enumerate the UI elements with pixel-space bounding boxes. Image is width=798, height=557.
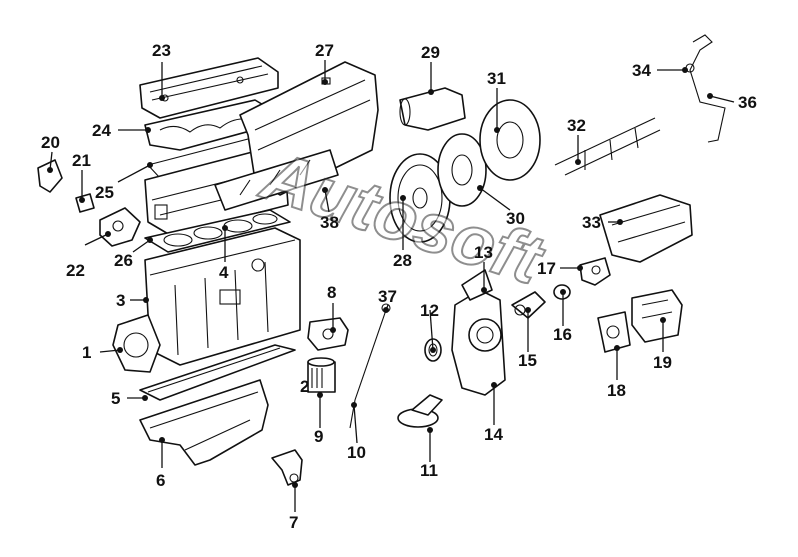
part-clutch-disc bbox=[437, 133, 487, 207]
callout-11: 11 bbox=[420, 461, 438, 480]
callout-14: 14 bbox=[484, 425, 503, 444]
callout-38: 38 bbox=[320, 213, 339, 232]
part-dipstick-tube bbox=[349, 303, 391, 429]
callout-33: 33 bbox=[582, 213, 601, 232]
callout-15: 15 bbox=[518, 351, 537, 370]
callout-30: 30 bbox=[506, 209, 525, 228]
callout-6: 6 bbox=[156, 471, 165, 490]
callout-27: 27 bbox=[315, 41, 334, 60]
part-thermostat-housing bbox=[99, 207, 141, 247]
callout-19: 19 bbox=[653, 353, 672, 372]
part-exhaust-manifold bbox=[214, 149, 339, 211]
callout-3: 3 bbox=[116, 291, 125, 310]
part-oil-filter-housing bbox=[307, 317, 349, 351]
callout-22: 22 bbox=[66, 261, 85, 280]
callout-37: 37 bbox=[378, 287, 397, 306]
callout-25: 25 bbox=[95, 183, 114, 202]
part-rear-seal-plate bbox=[112, 314, 161, 373]
callout-16: 16 bbox=[553, 325, 572, 344]
callout-4: 4 bbox=[219, 263, 229, 282]
callout-7: 7 bbox=[289, 513, 298, 532]
callout-5: 5 bbox=[111, 389, 120, 408]
part-water-outlet bbox=[37, 159, 63, 193]
callout-9: 9 bbox=[314, 427, 323, 446]
part-fitting bbox=[75, 193, 95, 213]
callout-8: 8 bbox=[327, 283, 336, 302]
part-injector-lines bbox=[554, 117, 661, 176]
callout-32: 32 bbox=[567, 116, 586, 135]
callout-17: 17 bbox=[537, 259, 556, 278]
part-pressure-plate bbox=[479, 99, 541, 181]
callout-10: 10 bbox=[347, 443, 366, 462]
callout-2: 2 bbox=[300, 377, 309, 396]
callout-labels: 1 2 3 4 5 6 7 8 9 10 11 12 13 14 15 16 1… bbox=[41, 41, 757, 532]
part-timing-cover bbox=[451, 269, 506, 396]
part-pump-flange bbox=[597, 311, 631, 353]
part-valve-cover bbox=[139, 57, 279, 119]
part-thermostat bbox=[511, 291, 546, 319]
callout-23: 23 bbox=[152, 41, 171, 60]
callout-26: 26 bbox=[114, 251, 133, 270]
callout-12: 12 bbox=[420, 301, 439, 320]
part-injection-pump bbox=[599, 194, 693, 263]
part-sensor-bracket bbox=[271, 449, 303, 486]
callout-20: 20 bbox=[41, 133, 60, 152]
part-fuel-line bbox=[685, 34, 726, 143]
callout-34: 34 bbox=[632, 61, 651, 80]
part-oil-pan-gasket bbox=[139, 344, 296, 401]
callout-18: 18 bbox=[607, 381, 626, 400]
anchor-dots bbox=[47, 67, 713, 488]
part-flywheel bbox=[389, 153, 451, 243]
callout-29: 29 bbox=[421, 43, 440, 62]
callout-1: 1 bbox=[82, 343, 91, 362]
callout-24: 24 bbox=[92, 121, 111, 140]
callout-36: 36 bbox=[738, 93, 757, 112]
part-oil-filter bbox=[307, 357, 336, 393]
callout-13: 13 bbox=[474, 243, 493, 262]
part-oil-pickup bbox=[397, 394, 443, 428]
callout-21: 21 bbox=[72, 151, 91, 170]
part-intake-manifold bbox=[239, 61, 379, 196]
callout-31: 31 bbox=[487, 69, 506, 88]
part-vacuum-pump bbox=[631, 289, 683, 343]
callout-28: 28 bbox=[393, 251, 412, 270]
part-starter-motor bbox=[399, 87, 466, 131]
part-pump-bracket bbox=[579, 257, 611, 286]
